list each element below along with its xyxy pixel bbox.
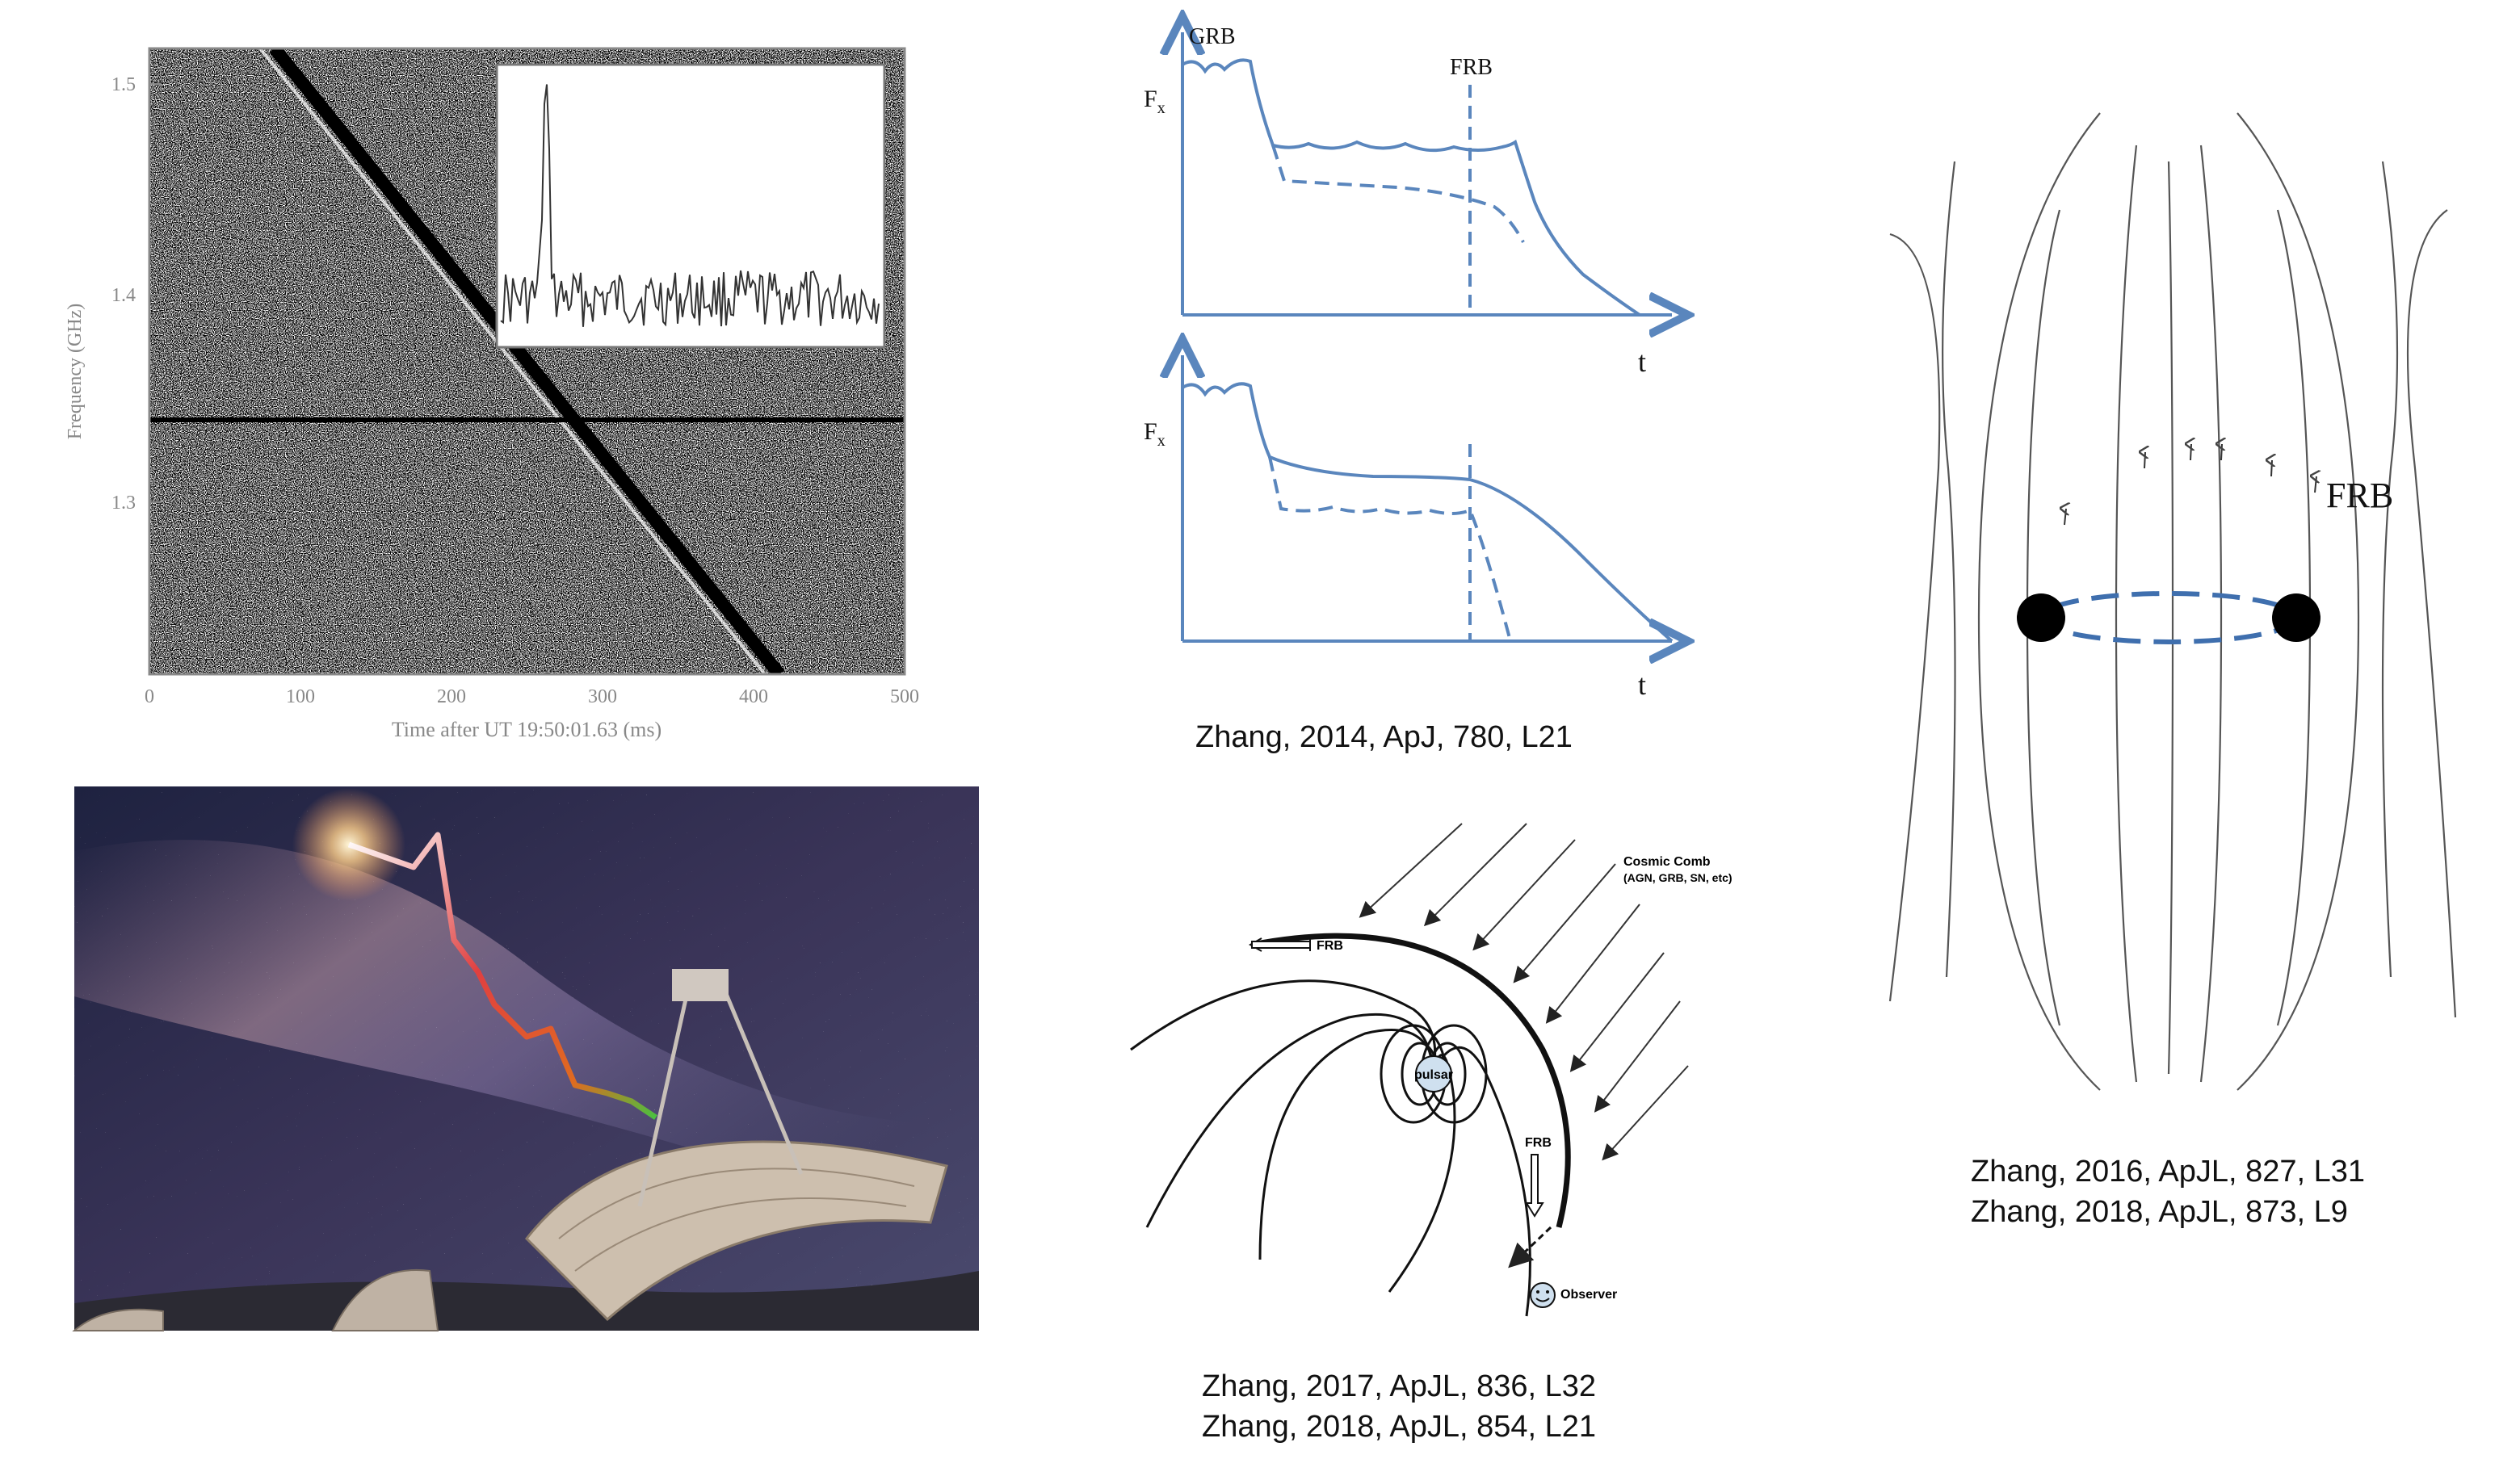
compact-object-left [2017,593,2065,642]
citation-2018a: Zhang, 2018, ApJL, 873, L9 [1971,1195,2348,1229]
top-solid-curve [1181,58,1641,317]
grb-lightcurve-plot: GRB FRB Fx Fx t t [1144,8,1728,701]
bottom-time-label: t [1638,669,1646,701]
frb-top-arrow: FRB [1248,937,1343,953]
grb-lightcurve-panel: GRB FRB Fx Fx t t [1131,8,1728,701]
x-tick-500: 500 [890,686,919,707]
observer-label: Observer [1560,1288,1617,1302]
cosmic-comb-subtitle: (AGN, GRB, SN, etc) [1623,871,1732,884]
field-lines [1888,112,2457,1091]
observer-direction [1508,1226,1552,1268]
x-tick-0: 0 [145,686,154,707]
dispersed-sweep [269,48,785,674]
magnetosphere-lines [1130,979,1531,1317]
waterfall-panel: 1.5 1.4 1.3 Frequency (GHz) 0 100 200 30… [48,32,937,741]
citation-2014: Zhang, 2014, ApJ, 780, L21 [1195,720,1573,754]
top-dashed-curve [1271,145,1525,243]
pulse-profile-inset [495,63,886,349]
field-direction-ticks [2064,444,2316,526]
cosmic-comb-diagram: pulsar FRB FRB Cosmic Comb (AGN, GRB, SN… [1130,823,1732,1317]
y-tick-1-5: 1.5 [111,74,136,95]
magnetic-field-diagram: FRB [1888,112,2457,1091]
citation-2017: Zhang, 2017, ApJL, 836, L32 [1202,1369,1597,1403]
pulse-profile-line [500,84,880,327]
top-time-label: t [1638,346,1646,378]
svg-text:FRB: FRB [1525,1136,1552,1150]
cosmic-comb-panel: pulsar FRB FRB Cosmic Comb (AGN, GRB, SN… [1123,807,1737,1324]
y-tick-1-4: 1.4 [111,285,136,306]
compact-object-right [2272,593,2320,642]
orbit-ellipse [2039,591,2299,644]
svg-text:FRB: FRB [1317,939,1343,953]
cosmic-comb-title: Cosmic Comb [1623,855,1711,869]
bottom-dashed-curve [1268,456,1512,642]
x-tick-100: 100 [286,686,315,707]
magnetic-field-panel: FRB [1858,89,2488,1098]
comb-arrows [1359,823,1689,1161]
waterfall-plot: 1.5 1.4 1.3 Frequency (GHz) 0 100 200 30… [65,47,919,741]
top-flux-label: Fx [1144,86,1166,117]
bottom-solid-curve [1181,382,1674,643]
frb-label: FRB [1450,55,1493,80]
pulsar-icon [1415,1055,1452,1092]
observer-smiley-icon [1530,1282,1556,1308]
grb-label: GRB [1189,24,1236,49]
radio-dish-left [72,1269,439,1331]
bow-shock [1251,933,1571,1228]
bottom-flux-label: Fx [1144,418,1166,450]
citation-2016: Zhang, 2016, ApJL, 827, L31 [1971,1155,2366,1189]
radio-pulse-beam [347,832,657,1120]
star-field [74,786,979,1331]
y-axis-label: Frequency (GHz) [65,304,86,440]
frb-right-arrow: FRB [1525,1136,1552,1218]
x-axis: 0 100 200 300 400 500 Time after UT 19:5… [145,686,919,741]
y-tick-1-3: 1.3 [111,493,136,514]
telescope-illustration [72,786,979,1331]
x-tick-200: 200 [437,686,466,707]
pulsar-label: pulsar [1414,1068,1453,1082]
frb-label-right: FRB [2326,476,2393,515]
y-axis: 1.5 1.4 1.3 Frequency (GHz) [65,74,162,514]
citation-2018b: Zhang, 2018, ApJL, 854, L21 [1202,1410,1597,1444]
x-tick-400: 400 [739,686,768,707]
radio-dish-main [525,969,948,1322]
x-tick-300: 300 [588,686,617,707]
x-axis-label: Time after UT 19:50:01.63 (ms) [392,718,662,741]
